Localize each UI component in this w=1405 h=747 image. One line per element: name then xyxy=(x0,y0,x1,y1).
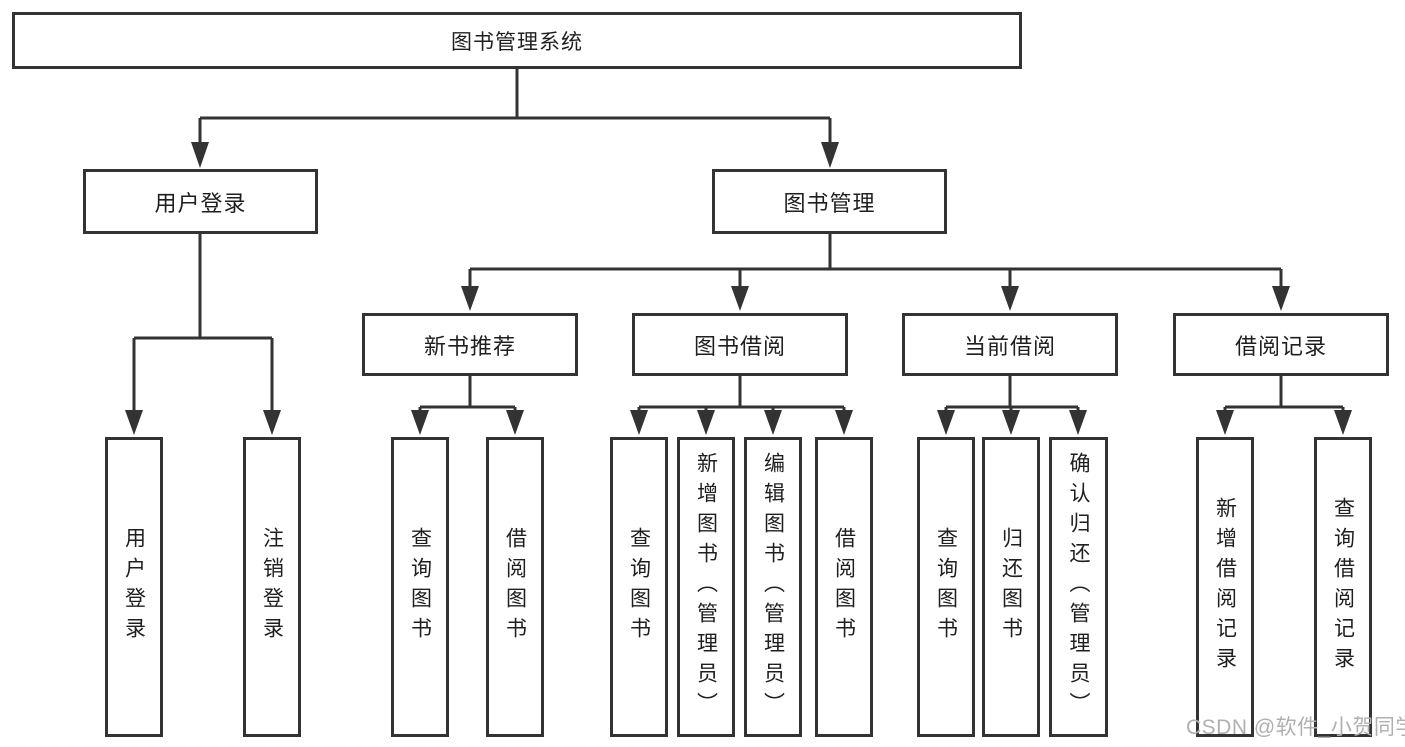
leaf-query-books-current-label: 查询图书 xyxy=(934,527,958,647)
csdn-watermark: CSDN @软件_小贺同学 xyxy=(1186,716,1405,739)
leaf-add-borrow-record: 新增借阅记录 xyxy=(1196,437,1254,737)
leaf-add-borrow-record-label: 新增借阅记录 xyxy=(1213,497,1237,677)
node-current-borrowing: 当前借阅 xyxy=(902,313,1118,376)
leaf-query-books-borrowing-label: 查询图书 xyxy=(627,527,651,647)
leaf-query-books-current: 查询图书 xyxy=(917,437,975,737)
connector-borrowrecords-to-leaves xyxy=(1223,376,1345,412)
node-user-login-label: 用户登录 xyxy=(154,190,247,216)
node-new-book-recommendation-label: 新书推荐 xyxy=(423,333,516,359)
leaf-query-books-newrec: 查询图书 xyxy=(391,437,449,737)
leaf-user-login-label: 用户登录 xyxy=(122,527,146,647)
leaf-edit-books-admin: 编辑图书（管理员） xyxy=(744,437,802,737)
connector-currentborrow-to-leaves xyxy=(944,376,1080,412)
leaf-query-borrow-record-label: 查询借阅记录 xyxy=(1331,497,1355,677)
node-root-label: 图书管理系统 xyxy=(451,30,583,54)
leaf-query-books-borrowing: 查询图书 xyxy=(610,437,668,737)
node-user-login: 用户登录 xyxy=(83,169,318,234)
node-book-management: 图书管理 xyxy=(712,169,947,234)
leaf-add-books-admin: 新增图书（管理员） xyxy=(677,437,735,737)
node-borrowing-records-label: 借阅记录 xyxy=(1234,333,1327,359)
leaf-query-books-newrec-label: 查询图书 xyxy=(408,527,432,647)
node-current-borrowing-label: 当前借阅 xyxy=(963,333,1056,359)
connector-bookmgmt-to-level3 xyxy=(468,234,1283,288)
leaf-return-books-label: 归还图书 xyxy=(999,527,1023,647)
leaf-borrow-books-borrowing: 借阅图书 xyxy=(815,437,873,737)
connector-userlogin-to-leaves xyxy=(132,234,274,412)
leaf-edit-books-admin-label: 编辑图书（管理员） xyxy=(761,452,785,722)
leaf-query-borrow-record: 查询借阅记录 xyxy=(1314,437,1372,737)
leaf-borrow-books-newrec: 借阅图书 xyxy=(486,437,544,737)
leaf-logout: 注销登录 xyxy=(243,437,301,737)
leaf-borrow-books-newrec-label: 借阅图书 xyxy=(503,527,527,647)
connector-bookborrow-to-leaves xyxy=(637,376,846,412)
connector-root-to-level2 xyxy=(198,69,832,143)
leaf-add-books-admin-label: 新增图书（管理员） xyxy=(694,452,718,722)
node-book-borrowing-label: 图书借阅 xyxy=(693,333,786,359)
arrowheads xyxy=(125,142,1352,435)
node-book-borrowing: 图书借阅 xyxy=(632,313,848,376)
leaf-borrow-books-borrowing-label: 借阅图书 xyxy=(832,527,856,647)
node-borrowing-records: 借阅记录 xyxy=(1173,313,1389,376)
leaf-logout-label: 注销登录 xyxy=(260,527,284,647)
leaf-confirm-return-admin-label: 确认归还（管理员） xyxy=(1067,452,1091,722)
leaf-confirm-return-admin: 确认归还（管理员） xyxy=(1049,437,1108,737)
node-new-book-recommendation: 新书推荐 xyxy=(362,313,578,376)
node-book-management-label: 图书管理 xyxy=(783,190,876,216)
connector-newbookrec-to-leaves xyxy=(418,376,517,412)
leaf-return-books: 归还图书 xyxy=(982,437,1040,737)
node-root-library-management-system: 图书管理系统 xyxy=(12,12,1022,69)
leaf-user-login: 用户登录 xyxy=(105,437,163,737)
